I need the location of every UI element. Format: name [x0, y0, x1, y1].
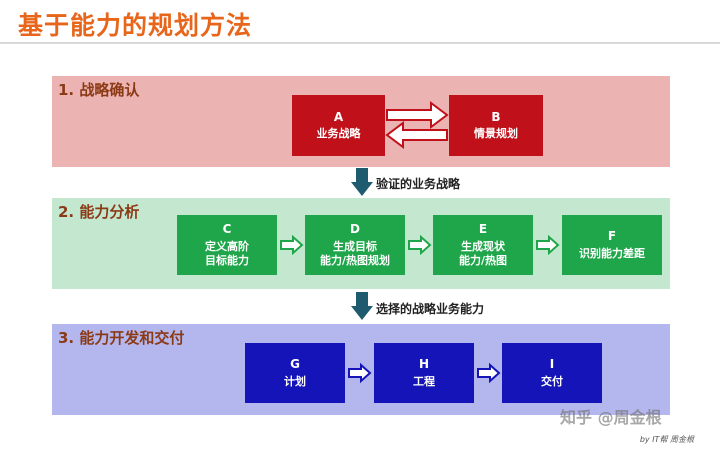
- section-title: 3. 能力开发和交付: [58, 329, 185, 347]
- box-letter: I: [549, 357, 555, 372]
- box-e[interactable]: E 生成现状 能力/热图: [433, 215, 533, 275]
- box-d[interactable]: D 生成目标 能力/热图规划: [305, 215, 405, 275]
- bidirectional-arrow-icon: [385, 101, 449, 149]
- page-title: 基于能力的规划方法: [18, 11, 253, 40]
- footer-credit: by IT帮 周金根: [639, 435, 694, 444]
- box-label: 情景规划: [474, 127, 518, 141]
- connector-label: 选择的战略业务能力: [376, 302, 485, 316]
- box-label-line1: 定义高阶: [205, 239, 249, 253]
- title-divider: [0, 42, 720, 44]
- box-b[interactable]: B 情景规划: [449, 95, 543, 156]
- box-label-line1: 识别能力差距: [579, 246, 645, 260]
- right-arrow-icon: [477, 362, 501, 384]
- right-arrow-icon: [408, 234, 432, 256]
- box-letter: B: [491, 109, 501, 124]
- box-letter: D: [350, 221, 360, 236]
- box-a[interactable]: A 业务战略: [292, 95, 385, 156]
- box-letter: H: [418, 357, 430, 372]
- watermark: 知乎 @周金根: [560, 408, 662, 427]
- box-letter: C: [222, 221, 232, 236]
- box-label: 交付: [541, 374, 563, 388]
- down-arrow-icon: [351, 168, 373, 196]
- right-arrow-icon: [280, 234, 304, 256]
- box-letter: E: [478, 221, 488, 236]
- box-label: 业务战略: [316, 127, 361, 141]
- box-label-line2: 能力/热图规划: [319, 253, 391, 267]
- box-label-line2: 能力/热图: [458, 253, 508, 267]
- box-label: 工程: [413, 374, 435, 388]
- box-h[interactable]: H 工程: [374, 343, 474, 403]
- box-i[interactable]: I 交付: [502, 343, 602, 403]
- connector-label: 验证的业务战略: [376, 177, 461, 191]
- down-arrow-icon: [351, 292, 373, 320]
- box-label-line2: 目标能力: [205, 253, 249, 267]
- box-letter: F: [607, 229, 617, 244]
- right-arrow-icon: [348, 362, 372, 384]
- box-label: 计划: [284, 374, 306, 388]
- box-c[interactable]: C 定义高阶 目标能力: [177, 215, 277, 275]
- box-label-line1: 生成目标: [333, 239, 377, 253]
- section-title: 2. 能力分析: [58, 203, 140, 221]
- box-label-line1: 生成现状: [461, 239, 505, 253]
- right-arrow-icon: [536, 234, 560, 256]
- box-f[interactable]: F 识别能力差距: [562, 215, 662, 275]
- box-g[interactable]: G 计划: [245, 343, 345, 403]
- box-letter: G: [290, 357, 300, 372]
- section-title: 1. 战略确认: [58, 81, 140, 99]
- box-letter: A: [333, 109, 344, 124]
